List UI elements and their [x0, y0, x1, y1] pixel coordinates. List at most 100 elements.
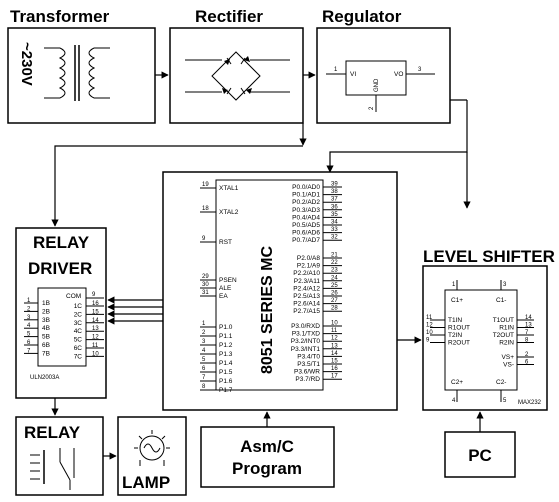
mcu-pin-number: 31	[202, 290, 209, 296]
mcu-pin-number: 12	[331, 336, 338, 342]
max-pin-name: VS+	[502, 354, 515, 361]
transformer-title: Transformer	[10, 7, 110, 26]
mcu-pin-name: P3.0/RXD	[291, 323, 320, 330]
mcu-pin-number: 29	[202, 274, 209, 280]
program-title-2: Program	[232, 459, 302, 478]
max-pin-name: R2IN	[499, 340, 514, 347]
mcu-pin-number: 13	[331, 343, 338, 349]
mcu-pin-name: P3.5/T1	[297, 361, 320, 368]
uln-part: ULN2003A	[30, 375, 59, 381]
uln-pin-number: 6	[27, 340, 31, 346]
mcu-pin-name: P1.1	[219, 333, 233, 340]
uln-pin-name: 1C	[74, 303, 83, 310]
reg-pin-in: 1	[334, 67, 338, 73]
max-pin-name: R1OUT	[448, 325, 470, 332]
max-pin-1: 1	[452, 282, 456, 288]
uln-pin-name: 2C	[74, 311, 83, 318]
max-pin-number: 2	[525, 352, 529, 358]
mcu-pin-number: 15	[331, 359, 338, 365]
max-pin-number: 13	[525, 323, 532, 329]
mcu-pin-name: EA	[219, 293, 228, 300]
max-pin-name: R2OUT	[448, 340, 470, 347]
uln-pin-number: 3	[27, 315, 31, 321]
relay-block: RELAY	[15, 416, 104, 496]
max-pin-number: 6	[525, 360, 529, 366]
mcu-pin-number: 17	[331, 374, 338, 380]
mcu-pin-name: XTAL2	[219, 209, 239, 216]
mcu-pin-name: P0.1/AD1	[292, 192, 320, 199]
max-pin-number: 14	[525, 315, 532, 321]
mcu-pin-name: P1.2	[219, 342, 233, 349]
max-pin-name: R1IN	[499, 325, 514, 332]
mcu-pin-number: 8	[202, 384, 206, 390]
mcu-pin-number: 25	[331, 283, 338, 289]
reg-gnd-label: GND	[374, 78, 380, 92]
mcu-pin-number: 27	[331, 298, 338, 304]
mcu-pin-name: PSEN	[219, 277, 237, 284]
mcu-pin-number: 23	[331, 268, 338, 274]
mcu-pin-number: 6	[202, 366, 206, 372]
rectifier-title: Rectifier	[195, 7, 263, 26]
uln-pin-name: 5B	[42, 334, 50, 341]
mcu-pin-number: 35	[331, 212, 338, 218]
pc-block: PC	[444, 431, 516, 478]
max-pin-4: 4	[452, 398, 456, 404]
uln-pin-name: 7B	[42, 350, 50, 357]
mcu-pin-number: 1	[202, 321, 206, 327]
mcu-pin-number: 3	[202, 339, 206, 345]
mcu-pin-name: P0.2/AD2	[292, 199, 320, 206]
program-block: Asm/C Program	[200, 426, 335, 488]
uln-pin-number: 15	[92, 309, 99, 315]
max-pin-name: T2IN	[448, 332, 462, 339]
max-pin-number: 10	[426, 330, 433, 336]
mcu-pin-number: 11	[331, 328, 338, 334]
mcu-pin-number: 30	[202, 282, 209, 288]
mcu-pin-name: P1.7	[219, 387, 233, 394]
lamp-title: LAMP	[122, 473, 170, 492]
max-pin-3: 3	[503, 282, 507, 288]
mcu-pin-name: P1.3	[219, 351, 233, 358]
mcu-pin-name: P3.4/T0	[297, 353, 320, 360]
uln-pin-number: 4	[27, 323, 31, 329]
uln-pin-number: 7	[27, 348, 31, 354]
uln-pin-name: 5C	[74, 337, 83, 344]
mcu-pin-number: 28	[331, 306, 338, 312]
mcu-pin-number: 14	[331, 351, 338, 357]
mcu-pin-number: 19	[202, 182, 209, 188]
uln-pin-number: 12	[92, 335, 99, 341]
mcu-pin-name: XTAL1	[219, 185, 239, 192]
mcu-pin-name: P3.1/TXD	[292, 331, 320, 338]
mcu-pin-name: P2.6/A14	[293, 301, 320, 308]
level-shifter-title: LEVEL SHIFTER	[423, 247, 555, 266]
relay-driver-title-1: RELAY	[33, 233, 90, 252]
max-pin-name: T1IN	[448, 317, 462, 324]
max-pin-name: T2OUT	[493, 332, 514, 339]
max-pin-number: 8	[525, 338, 529, 344]
port-bus	[107, 296, 163, 325]
mcu-pin-name: P1.6	[219, 378, 233, 385]
relay-driver-title-2: DRIVER	[28, 259, 92, 278]
mcu-pin-number: 2	[202, 330, 206, 336]
mcu-pin-name: P1.0	[219, 324, 233, 331]
transformer-block: ~230V	[7, 27, 156, 124]
mcu-right-pins: 39P0.0/AD038P0.1/AD137P0.2/AD236P0.3/AD3…	[291, 182, 342, 383]
power-wires	[51, 71, 471, 227]
uln-pin-number: 5	[27, 332, 31, 338]
max-pin-number: 12	[426, 323, 433, 329]
uln-pin-number: 1	[27, 298, 31, 304]
mcu-pin-number: 4	[202, 348, 206, 354]
uln-pin-number: 2	[27, 306, 31, 312]
reg-vi-label: VI	[350, 71, 356, 78]
uln-pin-number: 10	[92, 351, 99, 357]
mcu-pin-name: P0.3/AD3	[292, 207, 320, 214]
uln-pin-name: 4B	[42, 325, 50, 332]
mcu-pin-name: ALE	[219, 285, 232, 292]
mcu-pin-name: P0.4/AD4	[292, 214, 320, 221]
mcu-pin-name: P2.0/A8	[297, 255, 321, 262]
lamp-icon	[139, 435, 165, 461]
